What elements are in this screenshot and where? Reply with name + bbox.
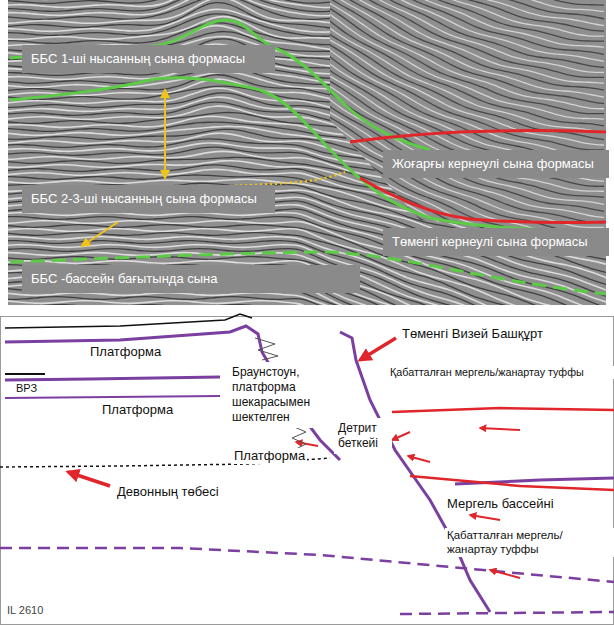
annotation-box: ББС 2-3-ші нысанның сына формасы [22,185,275,213]
box-text: ББС -бассейн бағытында сына [31,271,351,287]
region-label: Платформа [100,402,175,418]
seismic-clinoform [300,0,604,67]
region-label: IL 2610 [5,604,45,618]
purple-horizon [5,396,220,398]
red-pointer-arrow [360,338,396,360]
red-arrow [408,456,430,462]
red-horizon [350,130,606,142]
seismic-clinoform [300,150,604,276]
seismic-clinoform [300,18,604,145]
purple-dashed-horizon [400,612,614,614]
seismic-reflector [8,0,608,21]
red-arrow [392,432,410,440]
annotation-box: ББС -бассейн бағытында сына [22,265,360,293]
seismic-clinoforms [300,0,604,361]
box-text: Детрит беткейі [338,421,388,451]
green-horizon [10,20,430,150]
box-text: Браунстоун, платформа шекарасымен шектел… [232,365,334,425]
box-text: ББС 2-3-ші нысанның сына формасы [31,191,266,207]
red-horizon [410,476,614,490]
box-text: Төменгі кернеулі сына формасы [392,234,600,250]
purple-horizon [5,377,220,380]
seismic-clinoform [300,97,604,223]
region-label: Платформа [232,448,307,464]
red-arrow [490,570,520,578]
yellow-arrow [164,90,166,178]
annotation-box: ББС 1-ші нысанның сына формасы [22,45,275,73]
interpretation-ground [1,317,614,625]
red-arrow [470,515,500,520]
region-label: Қабатталған мергель/жанартау туффы [445,528,614,557]
annotation-box: Жоғарғы кернеулі сына формасы [383,150,609,178]
seismic-clinoform [300,0,604,114]
seismic-clinoform [300,139,604,264]
yellow-arrow [82,222,118,246]
label-box: Детрит беткейі [334,418,392,454]
region-label: Платформа [88,344,163,360]
seismic-clinoform [300,83,604,212]
seismic-clinoform [300,0,604,61]
red-pointer-arrow [68,472,110,486]
seismic-reflector [8,3,608,40]
box-text: ББС 1-ші нысанның сына формасы [31,51,266,67]
seismic-clinoform [300,0,604,36]
red-arrow [480,428,520,430]
region-label: Девонның төбесі [115,484,221,500]
seismic-reflector [8,221,608,326]
seismic-clinoform [300,54,604,182]
seismic-clinoform [300,36,604,161]
zigzag-boundary [292,426,306,450]
label-box: Браунстоун, платформа шекарасымен шектел… [228,362,338,428]
region-label: Төменгі Визей Башқұрт [400,326,545,342]
region-label: Қабатталған мергель/жанартау туффы [388,366,614,379]
seismic-clinoform [300,125,604,253]
region-label: ВРЗ [14,382,39,396]
annotation-box: Төменгі кернеулі сына формасы [383,228,609,256]
region-label: Мергель бассейні [445,496,556,512]
zigzag-boundary [255,338,278,360]
red-horizon [360,178,606,223]
black-horizon [5,373,45,375]
box-text: Жоғарғы кернеулі сына формасы [392,156,600,172]
black-horizon [5,314,252,328]
red-horizon [392,408,614,412]
purple-horizon [5,326,340,460]
green-dashed-horizon [10,252,606,294]
